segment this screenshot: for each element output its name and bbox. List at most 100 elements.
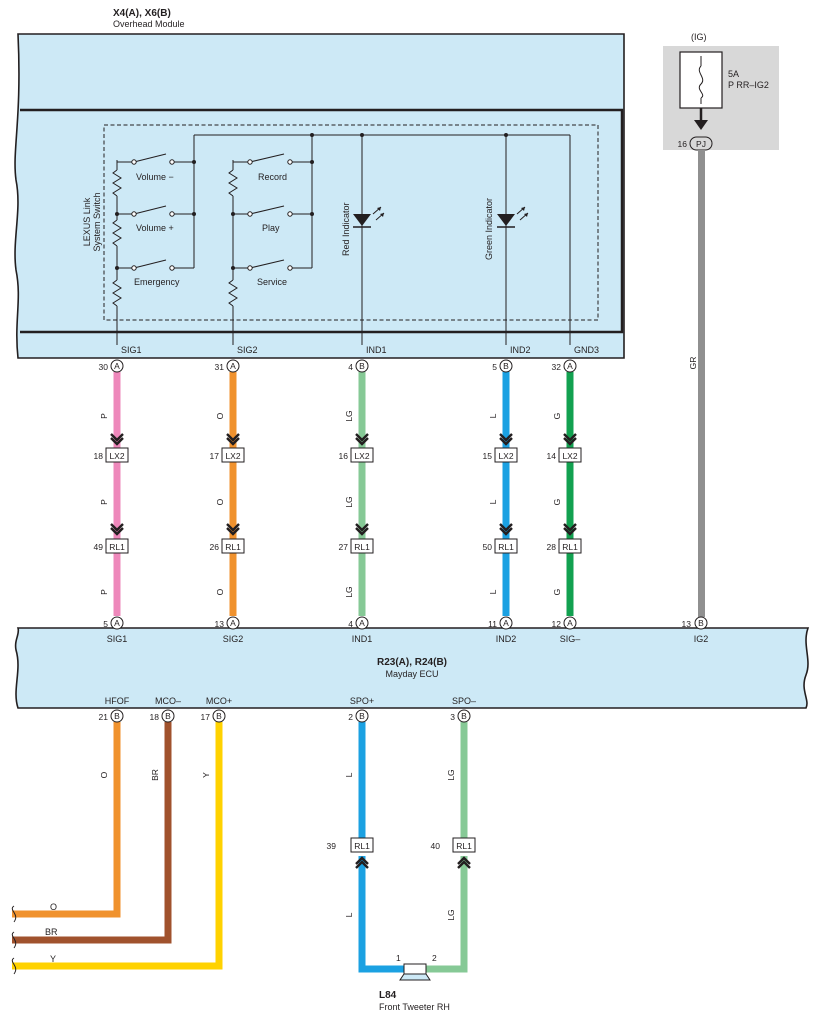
fuse-connector-label: PJ (696, 139, 706, 149)
rl1-connector-pin-number: 27 (339, 542, 349, 552)
wire-sig2 (229, 372, 237, 616)
ecu-pin-sig2-connector: A (230, 618, 236, 628)
lx2-connector-pin-number: 18 (94, 451, 104, 461)
fuse-rating: 5A (728, 69, 739, 79)
module-pin-ind1-number: 4 (348, 362, 353, 372)
green-indicator-label: Green Indicator (484, 198, 494, 260)
rl1-connector-label: RL1 (562, 542, 578, 552)
wire-color-label: P (99, 413, 109, 419)
output-wire (12, 722, 223, 970)
harness-break-icon (11, 905, 17, 923)
wire-color-label: O (215, 412, 225, 419)
ig2-wire-color: GR (688, 357, 698, 370)
module-pin-gnd3-connector: A (567, 361, 573, 371)
ecu-output-label: MCO– (155, 696, 181, 706)
ecu-output-pin-number: 2 (348, 712, 353, 722)
wire-ind2 (502, 372, 510, 616)
connector-chevron-icon (355, 437, 369, 446)
mayday-ecu-body (14, 627, 810, 709)
ecu-output-pin-connector: B (165, 711, 171, 721)
wire-color-label: L (344, 772, 354, 777)
ecu-output-pin-number: 17 (201, 712, 211, 722)
ecu-pin-ind2-number: 11 (488, 619, 497, 629)
lx2-connector-label: LX2 (109, 451, 124, 461)
connector-chevron-icon (499, 527, 513, 536)
lx2-connector-pin-number: 16 (339, 451, 349, 461)
wire-color-label: P (99, 589, 109, 595)
lx2-connector (221, 447, 245, 463)
ecu-output-label: SPO+ (350, 696, 374, 706)
switch-play: Play (262, 223, 280, 233)
ecu-pin-ind1-connector: A (359, 618, 365, 628)
ecu-output-pin (355, 709, 369, 723)
wire-color-label: O (99, 771, 109, 778)
wire-color-label: P (99, 499, 109, 505)
rl1-connector (105, 538, 129, 554)
wire-color-label: L (488, 589, 498, 594)
terminal-sig2: SIG2 (237, 345, 258, 355)
wire-color-label: G (552, 589, 562, 596)
rl1-connector-label: RL1 (354, 542, 370, 552)
ecu-output-pin-connector: B (359, 711, 365, 721)
left-wire-y: Y (50, 954, 56, 964)
ecu-pin-sig1-connector: A (114, 618, 120, 628)
switch-emergency: Emergency (134, 277, 180, 287)
lx2-connector (494, 447, 518, 463)
rl1-connector-pin-number: 26 (210, 542, 220, 552)
overhead-module-name: Overhead Module (113, 19, 185, 29)
ecu-pin-ind1-number: 4 (348, 619, 353, 629)
ecu-output-pin-number: 3 (450, 712, 455, 722)
wire-color-label: O (215, 588, 225, 595)
ecu-pin-ind2-connector: A (503, 618, 509, 628)
module-pin-sig2-number: 31 (215, 362, 225, 372)
module-pin-gnd3-number: 32 (552, 362, 562, 372)
fuse-pin: 16 (678, 139, 688, 149)
left-wire-o: O (50, 902, 57, 912)
ecu-output-pin-connector: B (216, 711, 222, 721)
output-wire (12, 722, 121, 918)
lx2-connector (105, 447, 129, 463)
module-pin-sig1-number: 30 (99, 362, 109, 372)
rl1-connector-pin-number: 28 (547, 542, 557, 552)
wire-color-label: L (488, 499, 498, 504)
rl1-connector-pin-number: 49 (94, 542, 104, 552)
speaker-icon (399, 973, 431, 981)
output-wire (426, 722, 468, 973)
ecu-output-pin-number: 21 (99, 712, 109, 722)
ecu-terminal-label: SIG2 (223, 634, 244, 644)
rl1-connector-pin-number: 50 (483, 542, 493, 552)
speaker-code: L84 (379, 990, 397, 1001)
connector-chevron-icon (563, 437, 577, 446)
ecu-output-pin (212, 709, 226, 723)
ig2-label: IG2 (694, 634, 709, 644)
output-wire (12, 722, 172, 944)
ecu-pin-ind2 (499, 616, 513, 630)
ecu-pin-gnd3 (563, 616, 577, 630)
ig2-pin (694, 616, 708, 630)
connector-chevron-icon (226, 527, 240, 536)
switch-volume-minus: Volume − (136, 172, 174, 182)
connector-chevron-icon (110, 527, 124, 536)
ecu-output-pin (161, 709, 175, 723)
wire-color-label: L (344, 912, 354, 917)
switch-record: Record (258, 172, 287, 182)
lx2-connector-label: LX2 (225, 451, 240, 461)
module-pin-ind1 (355, 359, 369, 373)
ecu-output-pin-number: 18 (150, 712, 160, 722)
wire-color-label: LG (344, 586, 354, 597)
module-pin-sig2 (226, 359, 240, 373)
switch-assembly-dashed-box (103, 124, 599, 321)
rl1-connector (221, 538, 245, 554)
ecu-output-label: MCO+ (206, 696, 232, 706)
rl1-connector (494, 538, 518, 554)
ecu-pin-gnd3-number: 12 (552, 619, 562, 629)
wire-color-label: LG (344, 496, 354, 507)
ig2-pin-connector: B (698, 618, 704, 628)
wire-color-label: LG (344, 410, 354, 421)
